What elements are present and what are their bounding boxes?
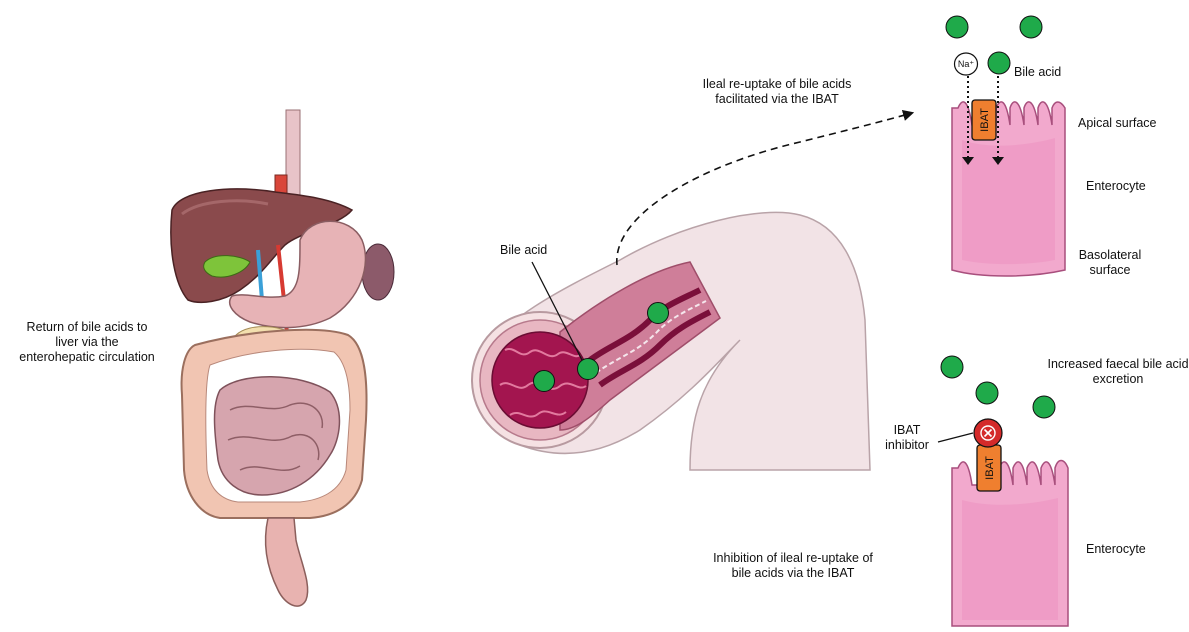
ibat-inhibitor-label: IBAT inhibitor bbox=[876, 423, 938, 453]
increased-excretion-label: Increased faecal bile acid excretion bbox=[1044, 357, 1189, 387]
bile-acid-molecule bbox=[988, 52, 1010, 74]
enterocyte-bottom-shading bbox=[962, 498, 1058, 620]
enterocyte-top-label: Enterocyte bbox=[1086, 179, 1146, 194]
basolateral-line1: Basolateral bbox=[1070, 248, 1150, 263]
increased-excretion-line1: Increased faecal bile acid bbox=[1044, 357, 1189, 372]
ileal-reuptake-line2: facilitated via the IBAT bbox=[672, 92, 882, 107]
ileal-reuptake-label: Ileal re-uptake of bile acids facilitate… bbox=[672, 77, 882, 107]
spleen bbox=[362, 244, 394, 300]
inhibition-label: Inhibition of ileal re-uptake of bile ac… bbox=[688, 551, 898, 581]
ileal-reuptake-line1: Ileal re-uptake of bile acids bbox=[672, 77, 882, 92]
rectum bbox=[266, 518, 308, 606]
digestive-system-illustration bbox=[171, 110, 394, 606]
bile-acid-molecule bbox=[578, 359, 599, 380]
sodium-label: Na⁺ bbox=[958, 59, 975, 69]
inhibition-line2: bile acids via the IBAT bbox=[688, 566, 898, 581]
basolateral-surface-label: Basolateral surface bbox=[1070, 248, 1150, 278]
basolateral-line2: surface bbox=[1070, 263, 1150, 278]
bile-acid-molecule bbox=[1033, 396, 1055, 418]
enterocyte-bottom bbox=[952, 461, 1068, 627]
ibat-bottom-label: IBAT bbox=[984, 456, 996, 480]
bile-acid-molecule bbox=[1020, 16, 1042, 38]
inhibition-line1: Inhibition of ileal re-uptake of bbox=[688, 551, 898, 566]
bile-acid-molecule bbox=[976, 382, 998, 404]
return-label-line3: enterohepatic circulation bbox=[8, 350, 166, 365]
inhibitor-pointer bbox=[938, 433, 973, 442]
bile-acid-molecule bbox=[946, 16, 968, 38]
ibat-inhibitor-line2: inhibitor bbox=[876, 438, 938, 453]
return-label-line2: liver via the bbox=[8, 335, 166, 350]
bile-acid-molecule bbox=[648, 303, 669, 324]
enterocyte-top-shading bbox=[962, 138, 1055, 264]
return-label-line1: Return of bile acids to bbox=[8, 320, 166, 335]
return-label: Return of bile acids to liver via the en… bbox=[8, 320, 166, 365]
bile-acid-intestine-label: Bile acid bbox=[500, 243, 547, 258]
enterocyte-bottom-label: Enterocyte bbox=[1086, 542, 1146, 557]
ibat-inhibitor-line1: IBAT bbox=[876, 423, 938, 438]
increased-excretion-line2: excretion bbox=[1044, 372, 1189, 387]
ibat-top-label: IBAT bbox=[979, 108, 991, 132]
bile-acid-molecule bbox=[941, 356, 963, 378]
bile-acid-molecule bbox=[534, 371, 555, 392]
apical-surface-label: Apical surface bbox=[1078, 116, 1157, 131]
bile-acid-top-label: Bile acid bbox=[1014, 65, 1061, 80]
